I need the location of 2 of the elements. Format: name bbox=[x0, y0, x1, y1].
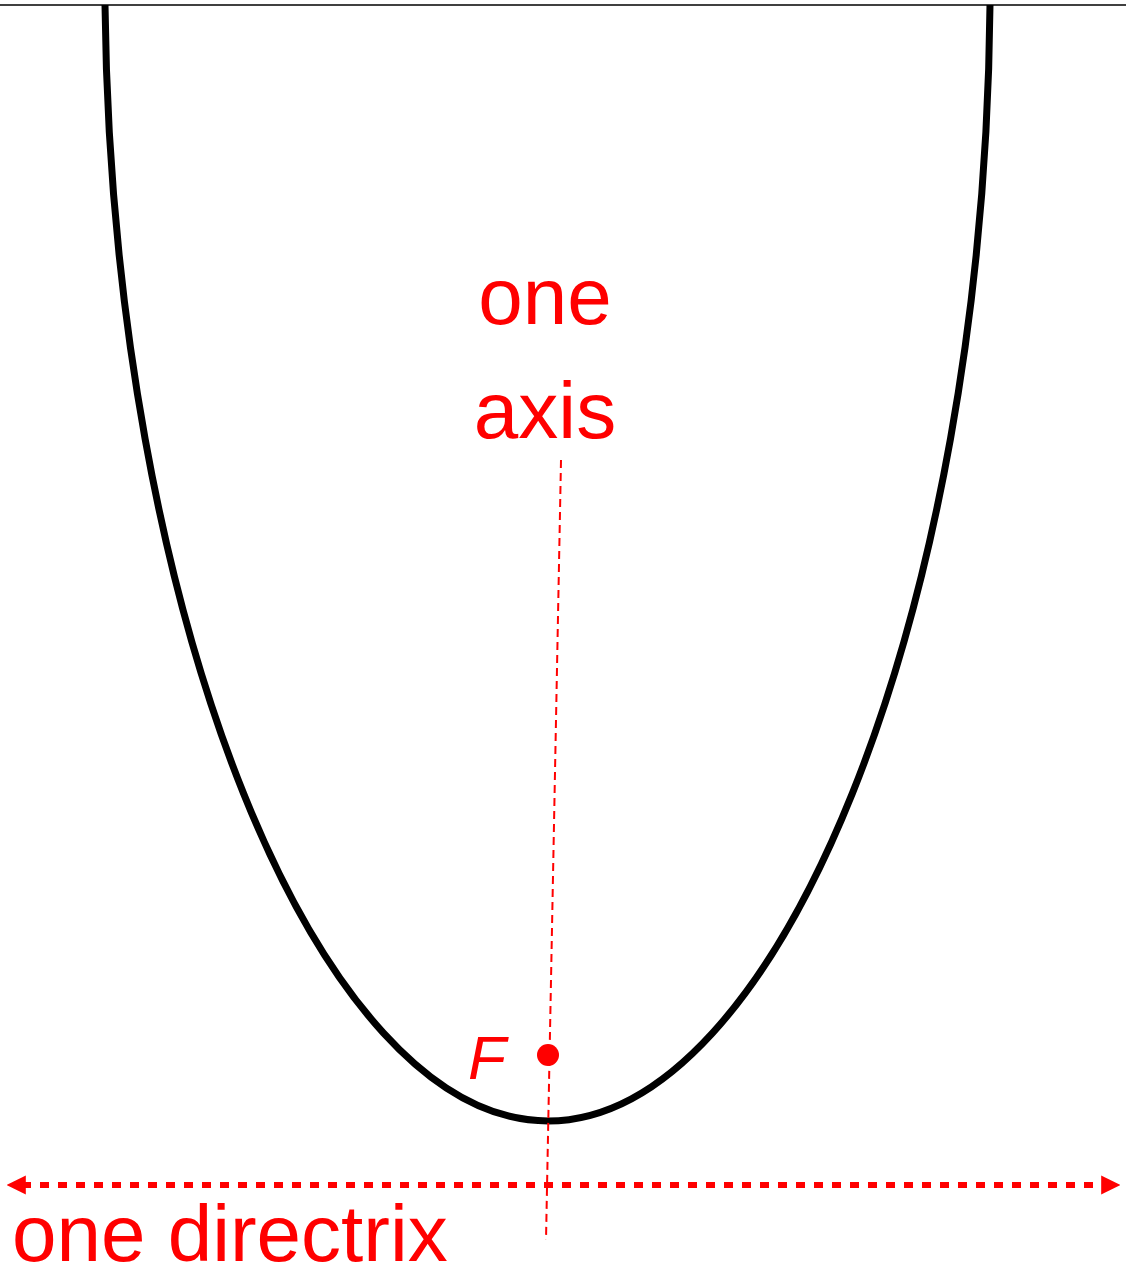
axis-label: one axis bbox=[472, 251, 618, 457]
directrix-label: one directrix bbox=[12, 1188, 448, 1272]
